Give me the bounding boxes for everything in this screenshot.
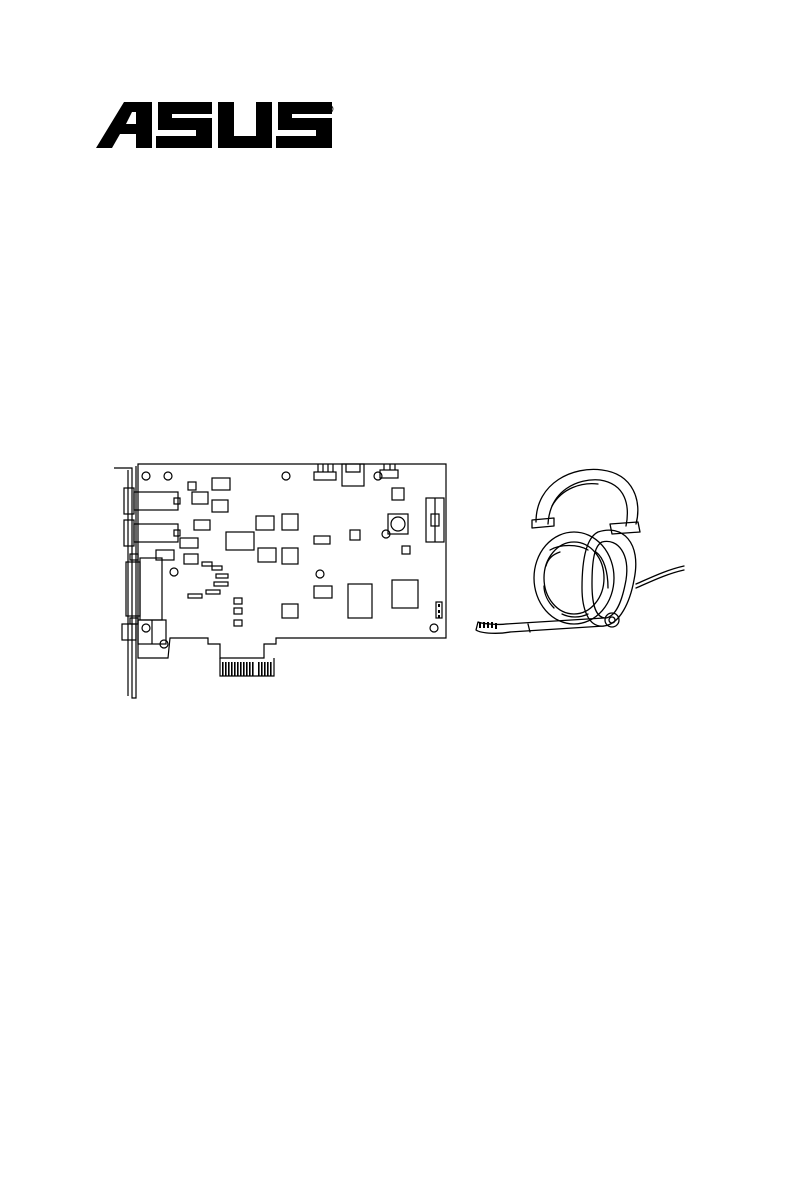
svg-text:R: R — [327, 107, 332, 113]
asus-logo: R — [96, 100, 336, 150]
registered-mark-icon: R — [324, 104, 334, 114]
headset-illustration — [470, 462, 690, 644]
sound-card-illustration — [108, 458, 454, 704]
